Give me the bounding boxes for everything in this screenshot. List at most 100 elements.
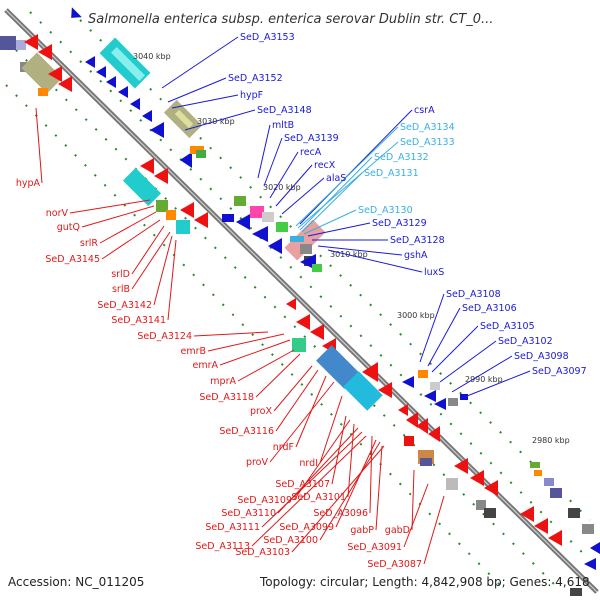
gene-label-leaders [35, 36, 531, 565]
reverse-gene-label: SeD_A3096 [313, 508, 368, 519]
forward-gene-label: SeD_A3108 [446, 289, 501, 300]
forward-gene-label: recA [300, 147, 322, 158]
reverse-leader-line [101, 219, 161, 260]
reverse-features [0, 34, 582, 596]
reverse-gene-label: SeD_A3100 [263, 535, 318, 546]
forward-leader-line [167, 77, 227, 103]
forward-gene-label: SeD_A3148 [257, 105, 312, 116]
forward-gene-label: SeD_A3105 [480, 321, 535, 332]
reverse-leader-line [331, 415, 347, 485]
tick-label: 3020 kbp [263, 183, 301, 192]
forward-leader-line [451, 355, 513, 393]
reverse-gene-label: norV [46, 208, 69, 219]
tick-label: 3040 kbp [133, 52, 171, 61]
forward-gene-label: luxS [424, 267, 444, 278]
forward-leader-line [184, 109, 256, 131]
reverse-leader-line [99, 211, 157, 244]
reverse-gene-label: SeD_A3101 [291, 492, 346, 503]
forward-gene-label: alaS [326, 173, 346, 184]
reverse-gene-label: gabP [350, 525, 374, 536]
highlight-gene-label: SeD_A3133 [400, 137, 455, 148]
highlight-gene-label: SeD_A3132 [374, 152, 429, 163]
forward-gene-label: SeD_A3153 [240, 32, 295, 43]
forward-gene-label: SeD_A3129 [372, 218, 427, 229]
reverse-leader-line [319, 441, 381, 541]
highlight-leader-line [303, 209, 357, 235]
reverse-gene-label: SeD_A3087 [367, 559, 422, 570]
reverse-leader-line [411, 469, 415, 531]
forward-gene-label: mltB [272, 120, 294, 131]
tick-label: 3000 kbp [397, 311, 435, 320]
highlight-leader-line [297, 141, 399, 229]
forward-leader-line [299, 109, 413, 225]
reverse-gene-label: SeD_A3113 [195, 541, 250, 552]
highlight-leader-line [295, 126, 399, 227]
reverse-leader-line [273, 365, 313, 412]
forward-gene-label: SeD_A3106 [462, 303, 517, 314]
forward-leader-line [275, 164, 313, 207]
reverse-gene-label: srlR [80, 238, 98, 249]
reverse-leader-line [153, 235, 173, 306]
forward-leader-line [427, 307, 461, 367]
reverse-gene-label: nrdI [299, 458, 318, 469]
reverse-gene-label: SeD_A3099 [279, 522, 334, 533]
forward-leader-line [317, 245, 403, 256]
forward-leader-line [431, 325, 479, 373]
reverse-gene-label: hypA [16, 178, 41, 189]
reverse-leader-line [237, 349, 295, 382]
reverse-gene-label: srlD [111, 269, 130, 280]
forward-leader-line [307, 222, 371, 237]
reverse-leader-line [423, 495, 445, 565]
forward-gene-label: SeD_A3152 [228, 73, 283, 84]
reverse-leader-line [403, 483, 429, 548]
forward-features [71, 7, 600, 570]
highlight-leader-line [301, 172, 363, 233]
forward-gene-label: SeD_A3097 [532, 366, 587, 377]
reverse-gene-label: gabD [385, 525, 410, 536]
reverse-gene-label: SeD_A3142 [97, 300, 152, 311]
reverse-gene-label: emrB [180, 346, 206, 357]
forward-leader-line [461, 370, 531, 399]
forward-leader-line [281, 177, 325, 215]
reverse-gene-label: proV [246, 457, 269, 468]
forward-leader-line [419, 293, 445, 363]
reverse-leader-line [255, 353, 301, 398]
forward-leader-line [439, 340, 497, 383]
forward-leader-line [263, 137, 283, 187]
reverse-leader-line [207, 333, 285, 352]
reverse-leader-line [347, 423, 355, 498]
reverse-gene-label: nrdF [273, 442, 294, 453]
genome-backbone [4, 8, 599, 594]
reverse-gene-label: SeD_A3109 [237, 495, 292, 506]
forward-gene-label: SeD_A3102 [498, 336, 553, 347]
reverse-leader-line [275, 369, 319, 432]
reverse-gene-label: SeD_A3145 [45, 254, 100, 265]
highlight-gene-label: SeD_A3130 [358, 205, 413, 216]
highlight-gene-label: SeD_A3134 [400, 122, 455, 133]
reverse-gene-label: SeD_A3124 [137, 331, 192, 342]
forward-gene-label: recX [314, 160, 336, 171]
genome-summary-text: Topology: circular; Length: 4,842,908 bp… [259, 575, 590, 589]
reverse-leader-line [375, 445, 383, 531]
reverse-gene-label: SeD_A3116 [219, 426, 274, 437]
highlight-leader-line [299, 156, 373, 231]
reverse-gene-label: SeD_A3111 [205, 522, 260, 533]
reverse-leader-line [81, 205, 155, 228]
reverse-gene-label: SeD_A3091 [347, 542, 402, 553]
reverse-gene-label: SeD_A3118 [199, 392, 254, 403]
reverse-leader-line [251, 435, 367, 547]
forward-gene-label: SeD_A3128 [390, 235, 445, 246]
reverse-leader-line [35, 107, 43, 184]
accession-text: Accession: NC_011205 [8, 575, 144, 589]
reverse-gene-label: SeD_A3107 [275, 479, 330, 490]
reverse-gene-label: srlB [112, 284, 130, 295]
forward-gene-label: csrA [414, 105, 435, 116]
reverse-gene-label: emrA [192, 360, 218, 371]
reverse-leader-line [193, 331, 269, 337]
reverse-leader-line [291, 445, 385, 553]
forward-leader-line [161, 36, 239, 89]
reverse-leader-line [131, 225, 165, 275]
forward-leader-line [269, 151, 299, 199]
highlight-gene-label: SeD_A3131 [364, 168, 419, 179]
